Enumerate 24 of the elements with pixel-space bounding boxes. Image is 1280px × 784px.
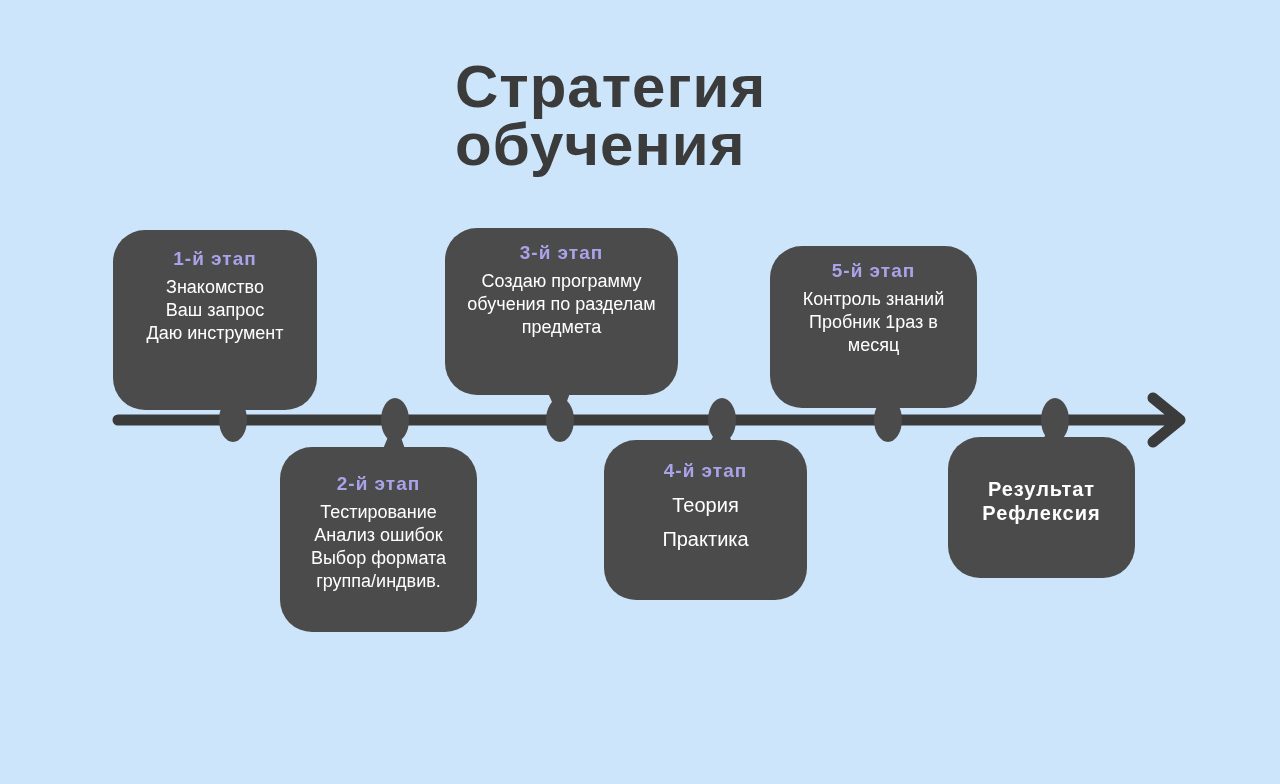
stage-item: Ваш запрос — [164, 299, 266, 322]
stage-item: Тестирование — [319, 501, 438, 524]
stage-card — [445, 228, 678, 395]
stage-item: Теория — [671, 493, 740, 518]
stage-item: Анализ ошибок — [313, 524, 444, 547]
stage-item: Контроль знаний — [801, 288, 946, 311]
result-text: Результат — [986, 477, 1097, 501]
stage-heading: 2-й этап — [335, 473, 422, 495]
stage-item: Создаю программу обучения по разделам предмета — [466, 270, 657, 339]
stage-item: Практика — [661, 527, 750, 552]
stage-item: Знакомство — [165, 276, 265, 299]
stage-heading: 4-й этап — [662, 460, 749, 482]
result-text: Рефлексия — [981, 501, 1102, 525]
stage-card — [604, 440, 807, 600]
stage-card — [280, 447, 477, 632]
stage-item: Даю инструмент — [145, 322, 285, 345]
stage-heading: 3-й этап — [518, 242, 605, 264]
stage-card — [770, 246, 977, 408]
stage-heading: 1-й этап — [172, 248, 258, 270]
stage-item: Пробник 1раз в месяц — [808, 311, 939, 357]
result-card — [948, 437, 1135, 578]
stage-card — [113, 230, 317, 410]
stage-heading: 5-й этап — [830, 260, 917, 282]
stage-item: Выбор формата группа/индвив. — [309, 547, 448, 593]
